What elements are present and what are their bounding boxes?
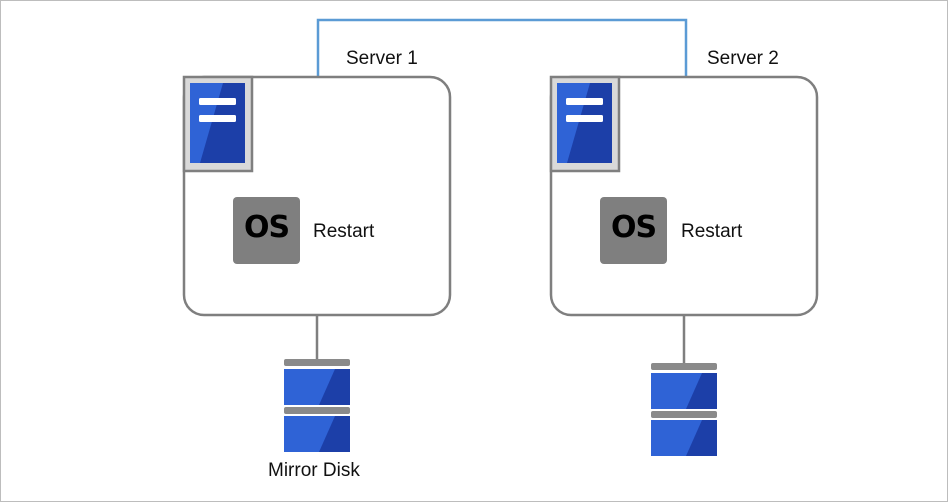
server-1-name: Server 1 bbox=[346, 48, 418, 69]
mirror-disk-label: Mirror Disk bbox=[268, 460, 360, 481]
server-1-status: Restart bbox=[313, 221, 375, 242]
os-badge-2-text: OS bbox=[610, 210, 657, 245]
server-2-name: Server 2 bbox=[707, 48, 779, 69]
interconnect-line bbox=[316, 18, 688, 77]
os-badge-icon bbox=[600, 197, 667, 264]
disk-icon bbox=[651, 363, 717, 456]
server-icon bbox=[549, 75, 621, 173]
server-icon bbox=[182, 75, 254, 173]
os-badge-icon bbox=[233, 197, 300, 264]
server-2-status: Restart bbox=[681, 221, 743, 242]
os-badge-1-text: OS bbox=[243, 210, 290, 245]
disk-icon bbox=[284, 359, 350, 452]
